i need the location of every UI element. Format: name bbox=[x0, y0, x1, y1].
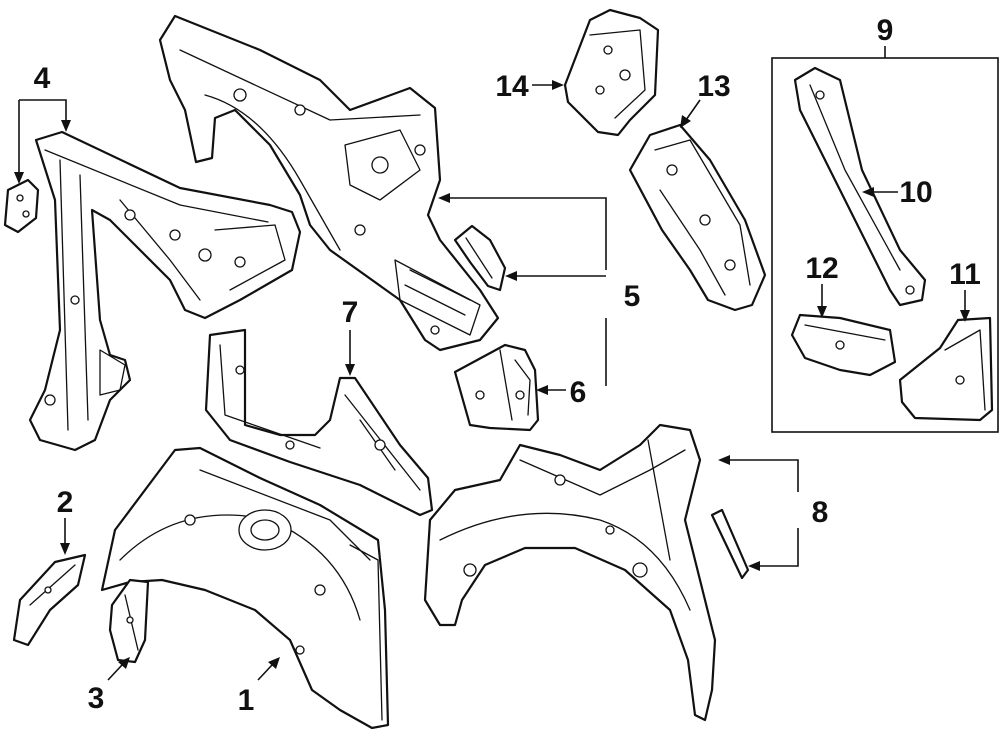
callout-numbers: 4 5 6 7 14 13 9 10 12 11 8 2 3 1 bbox=[34, 14, 981, 717]
callout-8: 8 bbox=[812, 496, 829, 529]
callout-7: 7 bbox=[342, 296, 359, 329]
callout-6: 6 bbox=[570, 376, 587, 409]
part-8-small-strip[interactable] bbox=[710, 508, 750, 580]
callout-10: 10 bbox=[899, 176, 932, 209]
part-1-wheelhouse[interactable] bbox=[100, 446, 390, 729]
part-13-reinforcement[interactable] bbox=[628, 123, 767, 312]
part-10-pillar[interactable] bbox=[793, 66, 927, 307]
callout-1: 1 bbox=[238, 684, 255, 717]
part-6-bracket[interactable] bbox=[453, 343, 540, 432]
callout-4: 4 bbox=[34, 62, 51, 95]
callout-11: 11 bbox=[949, 258, 981, 291]
part-14-corner[interactable] bbox=[563, 8, 660, 137]
leaders bbox=[14, 46, 970, 681]
part-5-inner-panel[interactable] bbox=[158, 14, 500, 352]
part-4-side-member[interactable] bbox=[28, 130, 302, 452]
callout-3: 3 bbox=[88, 682, 105, 715]
part-8-wheelhouse-outer[interactable] bbox=[423, 423, 717, 722]
part-2-bracket[interactable] bbox=[12, 553, 87, 647]
callout-2: 2 bbox=[57, 486, 74, 519]
callout-9: 9 bbox=[877, 14, 894, 47]
callout-5: 5 bbox=[624, 280, 641, 313]
part-4-bracket[interactable] bbox=[3, 178, 40, 234]
part-5-small-bracket[interactable] bbox=[453, 224, 507, 292]
part-3-bracket[interactable] bbox=[108, 578, 150, 664]
part-12-bracket[interactable] bbox=[790, 313, 897, 377]
part-7-side-panel[interactable] bbox=[204, 328, 434, 517]
callout-13: 13 bbox=[697, 70, 730, 103]
part-11-bracket[interactable] bbox=[898, 316, 994, 422]
callout-14: 14 bbox=[495, 70, 529, 103]
callout-12: 12 bbox=[805, 252, 838, 285]
